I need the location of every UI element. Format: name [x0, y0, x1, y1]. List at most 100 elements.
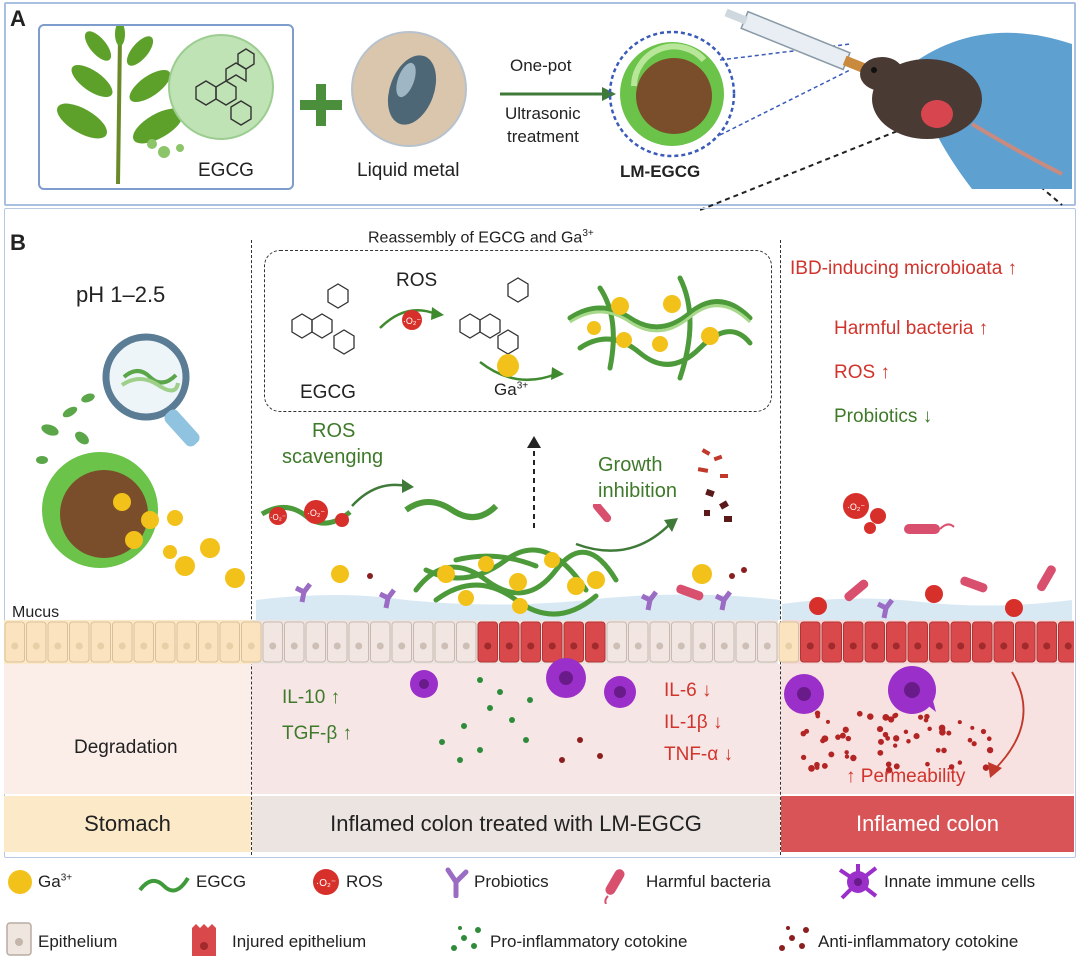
- cell-nucleus: [269, 642, 277, 650]
- cytokine-dot: [844, 754, 850, 759]
- cytokine-dot: [877, 749, 884, 756]
- cytokine-dot: [814, 765, 820, 770]
- cell-nucleus: [11, 642, 19, 650]
- plus-icon: [300, 84, 342, 126]
- immune-legend-icon: [838, 864, 878, 900]
- svg-text:·O₂⁻: ·O₂⁻: [403, 316, 421, 326]
- ros-scavenging-label-1: ROS: [312, 420, 356, 442]
- tissue-stomach: [4, 664, 251, 794]
- process-label-2: Ultrasonic: [505, 104, 581, 123]
- cell-nucleus: [763, 642, 771, 650]
- epithelium-cell: [90, 621, 111, 663]
- effect-harmful-text: Harmful bacteria: [834, 318, 974, 339]
- tea-plant-illustration: [57, 26, 184, 185]
- epithelium-cell: [671, 621, 692, 663]
- epithelium-cell: [198, 621, 219, 663]
- cell-nucleus: [118, 642, 126, 650]
- injured-epithelium-cell: [520, 621, 541, 663]
- epithelium-legend-icon: [6, 922, 32, 956]
- epithelium-cell: [241, 621, 262, 663]
- cell-nucleus: [785, 642, 793, 650]
- cytokine-dot: [828, 751, 835, 758]
- injured-legend-icon: [192, 924, 216, 956]
- epithelium-cell: [778, 621, 799, 663]
- immune-legend-label: Innate immune cells: [884, 872, 1036, 891]
- cytokine-dot: [903, 729, 909, 735]
- cytokine-dot: [877, 738, 884, 745]
- reassembly-title-text: Reassembly of EGCG and Ga: [368, 229, 583, 247]
- cell-nucleus: [634, 642, 642, 650]
- cell-nucleus: [613, 642, 621, 650]
- injured-epithelium-cell: [1015, 621, 1036, 663]
- legend: Ga3+ EGCG ·O₂⁻ ROS Probiotics Harmful ba…: [0, 858, 1080, 967]
- epithelium-cell: [69, 621, 90, 663]
- epithelium-cell: [606, 621, 627, 663]
- cell-nucleus: [656, 642, 664, 650]
- process-label-3: treatment: [507, 127, 579, 146]
- cytokine-dot: [939, 728, 946, 736]
- permeability-label: ↑ Permeability: [846, 766, 965, 788]
- cytokine-dot: [906, 738, 911, 744]
- cell-nucleus: [914, 642, 922, 650]
- epithelium-cell: [327, 621, 348, 663]
- effect-ros: ROS ↑: [834, 362, 1075, 384]
- cytokine-dot: [800, 754, 807, 761]
- cell-nucleus: [75, 642, 83, 650]
- egcg-legend-icon: [138, 876, 190, 893]
- ga-legend-label: Ga3+: [38, 872, 72, 892]
- effect-probiotics-text: Probiotics: [834, 406, 918, 427]
- egcg-label: EGCG: [198, 160, 254, 181]
- cytokine-il1b-text: IL-1β: [664, 712, 708, 733]
- epithelium-cell: [348, 621, 369, 663]
- injured-epithelium-cell: [585, 621, 606, 663]
- growth-label-2: inhibition: [598, 480, 677, 502]
- cell-nucleus: [505, 642, 513, 650]
- cytokine-dot: [885, 766, 893, 774]
- cytokine-dot: [839, 732, 846, 739]
- epithelium-cell: [370, 621, 391, 663]
- treated-mucus-scene: [256, 547, 780, 620]
- cytokine-dot: [941, 747, 947, 754]
- cell-nucleus: [527, 642, 535, 650]
- cytokine-tnfa-arrow: ↓: [723, 744, 734, 765]
- cytokine-dot: [925, 761, 930, 767]
- cytokine-dot: [957, 720, 962, 725]
- effect-probiotics-arrow: ↓: [922, 406, 933, 427]
- cytokine-il6-arrow: ↓: [702, 680, 712, 701]
- effect-harmful: Harmful bacteria ↑: [834, 318, 1075, 340]
- effect-probiotics: Probiotics ↓: [834, 406, 1075, 428]
- mouse-gavage-illustration: [724, 8, 1072, 189]
- svg-text:·O₂⁻: ·O₂⁻: [316, 878, 336, 889]
- cytokine-dot: [845, 735, 852, 742]
- anti-cytokine-list: IL-10 ↑ TGF-β ↑: [282, 687, 352, 745]
- cell-nucleus: [355, 642, 363, 650]
- panel-b-letter: B: [10, 230, 26, 255]
- anti-cytokine-legend-icon: [779, 926, 809, 951]
- injured-epithelium-cell: [821, 621, 842, 663]
- effect-ros-arrow: ↑: [880, 362, 890, 383]
- cytokine-dot: [850, 754, 857, 762]
- cytokine-dot: [800, 730, 807, 737]
- epithelium-cell: [735, 621, 756, 663]
- section-inflamed: Inflamed colon: [781, 796, 1074, 852]
- injured-epithelium-cell: [1036, 621, 1057, 663]
- cytokine-il10: IL-10 ↑: [282, 687, 352, 709]
- oxidized-egcg-structure: [459, 277, 529, 364]
- liquid-metal-label: Liquid metal: [357, 160, 460, 181]
- cytokine-dot: [882, 731, 889, 738]
- epithelium-cell: [284, 621, 305, 663]
- epithelium-cell: [305, 621, 326, 663]
- svg-text:·O₂⁻: ·O₂⁻: [270, 513, 286, 522]
- cytokine-il6-text: IL-6: [664, 680, 697, 701]
- svg-text:·O₂⁻: ·O₂⁻: [307, 508, 325, 518]
- permeability-arrow: ↑: [846, 766, 856, 787]
- epithelium-cell: [692, 621, 713, 663]
- lm-egcg-particle: [608, 30, 736, 158]
- cytokine-dot: [842, 726, 849, 733]
- cytokine-dot: [808, 764, 815, 772]
- epithelium-cell: [456, 621, 477, 663]
- upward-dashed-arrow: [527, 436, 541, 528]
- cell-nucleus: [871, 642, 879, 650]
- cell-nucleus: [97, 642, 105, 650]
- cytokine-dot: [820, 738, 826, 744]
